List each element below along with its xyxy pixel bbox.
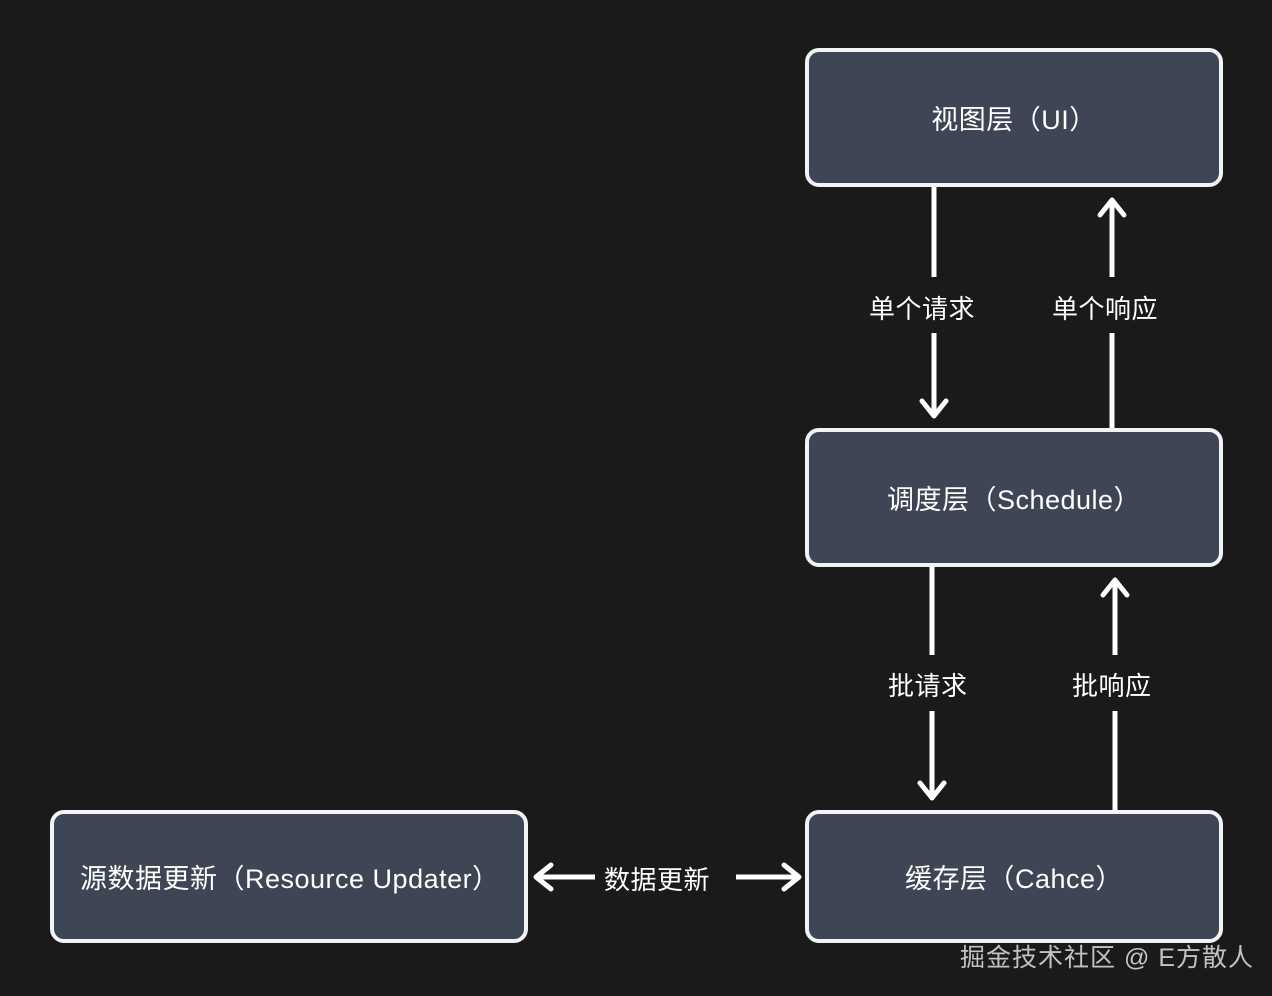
node-schedule-layer-label: 调度层（Schedule） <box>886 485 1142 515</box>
connector-data-update <box>533 862 802 892</box>
arrow-head-batch-request <box>917 780 947 801</box>
node-schedule-layer[interactable]: 调度层（Schedule） <box>805 428 1223 567</box>
arrow-head-batch-response <box>1100 577 1130 598</box>
node-resource-updater-label: 源数据更新（Resource Updater） <box>80 864 500 894</box>
arrow-head-single-request <box>919 398 949 419</box>
node-cache-layer[interactable]: 缓存层（Cahce） <box>805 810 1223 943</box>
connector-ui-schedule <box>919 187 1127 428</box>
node-view-layer[interactable]: 视图层（UI） <box>805 48 1223 187</box>
watermark-text: 掘金技术社区 @ E方散人 <box>960 944 1254 972</box>
arrow-head-data-update-right <box>781 862 802 892</box>
edge-label-single-request: 单个请求 <box>869 294 976 324</box>
node-cache-layer-label: 缓存层（Cahce） <box>904 864 1124 894</box>
edge-label-batch-request: 批请求 <box>888 671 968 701</box>
edge-label-batch-response: 批响应 <box>1072 671 1152 701</box>
arrow-head-data-update-left <box>533 862 554 892</box>
node-resource-updater[interactable]: 源数据更新（Resource Updater） <box>50 810 528 943</box>
arrow-head-single-response <box>1097 197 1127 218</box>
edge-label-single-response: 单个响应 <box>1052 294 1159 324</box>
node-view-layer-label: 视图层（UI） <box>931 105 1097 135</box>
connector-schedule-cache <box>917 567 1130 810</box>
edge-label-data-update: 数据更新 <box>604 865 711 895</box>
